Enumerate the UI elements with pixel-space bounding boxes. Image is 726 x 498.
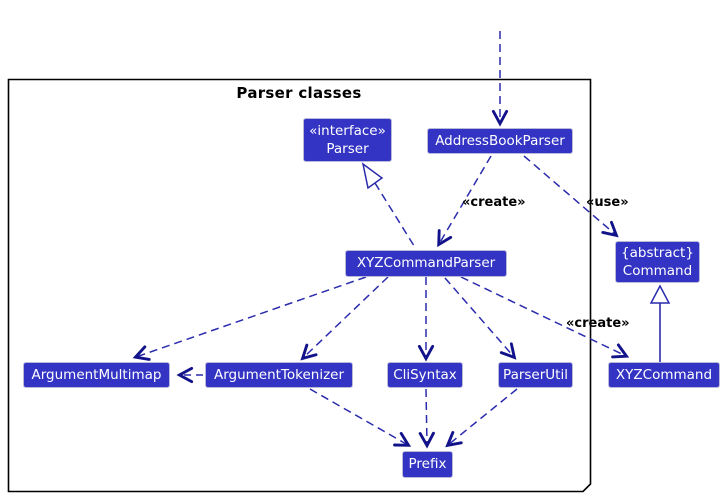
realization-triangle-parser — [361, 162, 384, 190]
class-xyzcommandparser-name: XYZCommandParser — [356, 255, 496, 272]
class-command: {abstract} Command — [615, 241, 700, 283]
edge-argumenttokenizer-prefix — [309, 388, 412, 447]
class-command-name: Command — [622, 263, 693, 279]
class-xyzcommand-name: XYZCommand — [615, 366, 713, 383]
class-clisyntax-name: CliSyntax — [393, 366, 457, 383]
edge-xyzcommandparser-implements-parser — [374, 182, 417, 250]
edge-clisyntax-prefix — [418, 388, 435, 449]
edge-xyzcommandparser-parserutil — [444, 277, 517, 360]
class-parserutil-name: ParserUtil — [503, 366, 568, 383]
class-clisyntax: CliSyntax — [387, 362, 463, 388]
class-argumentmultimap: ArgumentMultimap — [23, 362, 170, 388]
frame-border — [7, 78, 592, 493]
edge-label-use: «use» — [586, 195, 629, 210]
inheritance-triangle-command — [649, 284, 671, 304]
class-xyzcommand: XYZCommand — [608, 362, 720, 388]
edge-parserutil-prefix — [445, 388, 518, 448]
class-addressbookparser-name: AddressBookParser — [435, 132, 565, 149]
class-xyzcommandparser: XYZCommandParser — [345, 250, 507, 277]
class-argumenttokenizer-name: ArgumentTokenizer — [213, 366, 345, 383]
class-prefix-name: Prefix — [408, 456, 447, 473]
class-prefix: Prefix — [402, 451, 453, 478]
class-addressbookparser: AddressBookParser — [427, 128, 573, 154]
class-parser-stereotype: «interface» — [309, 122, 386, 139]
class-argumenttokenizer: ArgumentTokenizer — [205, 362, 353, 388]
class-parser: «interface» Parser — [303, 118, 392, 162]
class-command-stereotype: {abstract} — [621, 244, 694, 261]
edge-addressbookparser-use-command — [523, 155, 619, 238]
class-argumentmultimap-name: ArgumentMultimap — [31, 366, 162, 383]
edge-xyzcommandparser-argumentmultimap — [132, 276, 367, 361]
edge-xyzcommandparser-create-xyzcommand — [460, 276, 630, 359]
class-parserutil: ParserUtil — [498, 362, 573, 388]
edge-label-create-2: «create» — [566, 316, 630, 331]
edge-addressbookparser-create-xyzcommandparser — [437, 155, 492, 248]
edge-label-create-1: «create» — [462, 195, 526, 210]
frame-title: Parser classes — [236, 84, 362, 102]
class-parser-name: Parser — [326, 141, 369, 157]
edge-xyzcommandparser-argumenttokenizer — [300, 276, 389, 361]
